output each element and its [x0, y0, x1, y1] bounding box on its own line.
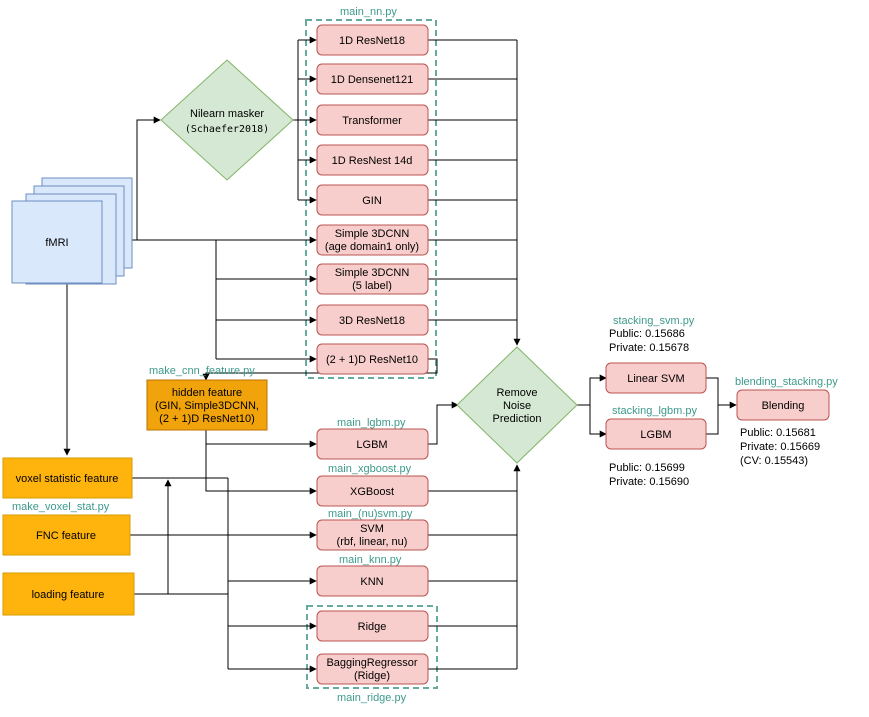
blending-label: Blending	[762, 400, 805, 412]
model-ridge: Ridge	[316, 610, 429, 642]
main-ridge-group	[306, 605, 438, 689]
stacking-linear-svm-label: Linear SVM	[627, 373, 684, 385]
model-1d-densenet121: 1D Densenet121	[316, 63, 429, 95]
main-nn-group	[305, 19, 437, 379]
file-label-main-xgboost: main_xgboost.py	[328, 463, 412, 475]
model-lgbm: LGBM	[316, 428, 429, 460]
model-bagging-regressor-sublabel: (Ridge)	[354, 670, 390, 682]
model-ridge-label: Ridge	[358, 621, 387, 633]
hidden-feature-label: hidden feature	[172, 387, 242, 399]
model-simple-3dcnn-age: Simple 3DCNN (age domain1 only)	[316, 224, 429, 256]
stacking-linear-svm: Linear SVM	[605, 362, 707, 394]
model-simple-3dcnn-age-sublabel: (age domain1 only)	[325, 241, 419, 253]
model-svm-sublabel: (rbf, linear, nu)	[337, 536, 408, 548]
edge-masker-bus	[293, 40, 299, 121]
fnc-feature-label: FNC feature	[36, 530, 96, 542]
edge-resnet10-hidden	[202, 358, 438, 381]
model-bagging-regressor: BaggingRegressor (Ridge)	[316, 653, 429, 685]
model-1d-resnet18: 1D ResNet18	[316, 24, 429, 56]
lgbm-public-score: Public: 0.15699	[609, 462, 685, 474]
stacking-lgbm: LGBM	[605, 418, 707, 450]
file-label-stacking-svm: stacking_svm.py	[613, 315, 695, 327]
model-1d-resnet18-label: 1D ResNet18	[339, 35, 405, 47]
fmri-label: fMRI	[45, 237, 68, 249]
edge-hidden-xgboost	[205, 444, 317, 495]
hidden-feature-node: hidden feature (GIN, Simple3DCNN, (2 + 1…	[146, 379, 268, 431]
file-label-main-ridge: main_ridge.py	[337, 692, 407, 704]
nilearn-masker-node: Nilearn masker (Schaefer2018)	[160, 59, 294, 181]
lgbm-private-score: Private: 0.15690	[609, 476, 689, 488]
model-knn-label: KNN	[360, 576, 383, 588]
file-label-make-voxel-stat: make_voxel_stat.py	[12, 501, 110, 513]
edge-lgbm-blend	[706, 405, 719, 435]
model-svm-label: SVM	[360, 523, 384, 535]
svm-private-score: Private: 0.15678	[609, 342, 689, 354]
model-simple-3dcnn-age-label: Simple 3DCNN	[335, 228, 410, 240]
model-2plus1d-resnet10: (2 + 1)D ResNet10	[316, 343, 429, 375]
file-label-blending-stacking: blending_stacking.py	[735, 376, 838, 388]
masker-label: Nilearn masker	[190, 108, 264, 120]
blending-cv-score: (CV: 0.15543)	[740, 455, 808, 467]
model-knn: KNN	[316, 565, 429, 597]
model-lgbm-label: LGBM	[356, 439, 387, 451]
edge-denoise-svm	[577, 374, 607, 406]
model-simple-3dcnn-5label-sublabel: (5 label)	[352, 280, 392, 292]
remove-noise-label-2: Noise	[503, 400, 531, 412]
model-bagging-regressor-label: BaggingRegressor	[326, 657, 417, 669]
model-3d-resnet18-label: 3D ResNet18	[339, 315, 405, 327]
remove-noise-label-1: Remove	[497, 387, 538, 399]
blending-public-score: Public: 0.15681	[740, 427, 816, 439]
model-xgboost-label: XGBoost	[350, 486, 394, 498]
fnc-feature-node: FNC feature	[2, 514, 131, 556]
file-label-main-nn: main_nn.py	[340, 6, 397, 18]
file-label-main-nusvm: main_(nu)svm.py	[328, 508, 413, 520]
blending-private-score: Private: 0.15669	[740, 441, 820, 453]
model-2plus1d-resnet10-label: (2 + 1)D ResNet10	[326, 354, 418, 366]
fmri-node: fMRI	[11, 177, 133, 285]
edge-lgbm-out	[428, 401, 459, 445]
model-1d-densenet121-label: 1D Densenet121	[331, 74, 414, 86]
model-simple-3dcnn-5label: Simple 3DCNN (5 label)	[316, 263, 429, 295]
voxel-feature-node: voxel statistic feature	[2, 457, 133, 499]
blending-node: Blending	[736, 389, 830, 421]
hidden-feature-sublabel-1: (GIN, Simple3DCNN,	[155, 400, 259, 412]
hidden-feature-sublabel-2: (2 + 1)D ResNet10)	[159, 413, 255, 425]
voxel-feature-label: voxel statistic feature	[16, 473, 119, 485]
remove-noise-node: Remove Noise Prediction	[456, 346, 578, 464]
model-xgboost: XGBoost	[316, 475, 429, 507]
model-simple-3dcnn-5label-label: Simple 3DCNN	[335, 267, 410, 279]
file-label-main-knn: main_knn.py	[339, 554, 402, 566]
remove-noise-label-3: Prediction	[493, 413, 542, 425]
model-gin-label: GIN	[362, 195, 382, 207]
model-1d-resnest14d-label: 1D ResNest 14d	[332, 155, 413, 167]
file-label-make-cnn-feature: make_cnn_feature.py	[149, 365, 255, 377]
edge-svm-blend	[706, 377, 737, 409]
stacking-lgbm-label: LGBM	[640, 429, 671, 441]
file-label-stacking-lgbm: stacking_lgbm.py	[612, 405, 697, 417]
model-3d-resnet18: 3D ResNet18	[316, 304, 429, 336]
loading-feature-node: loading feature	[2, 572, 135, 616]
model-transformer-label: Transformer	[342, 115, 402, 127]
model-1d-resnest14d: 1D ResNest 14d	[316, 144, 429, 176]
loading-feature-label: loading feature	[32, 589, 105, 601]
svm-public-score: Public: 0.15686	[609, 328, 685, 340]
model-svm: SVM (rbf, linear, nu)	[316, 519, 429, 551]
model-gin: GIN	[316, 184, 429, 216]
edge-hidden-lgbm	[205, 430, 317, 448]
masker-atlas-label: (Schaefer2018)	[185, 124, 269, 135]
edge-denoise-lgbm	[589, 405, 607, 438]
file-label-main-lgbm: main_lgbm.py	[337, 417, 406, 429]
model-transformer: Transformer	[316, 104, 429, 136]
